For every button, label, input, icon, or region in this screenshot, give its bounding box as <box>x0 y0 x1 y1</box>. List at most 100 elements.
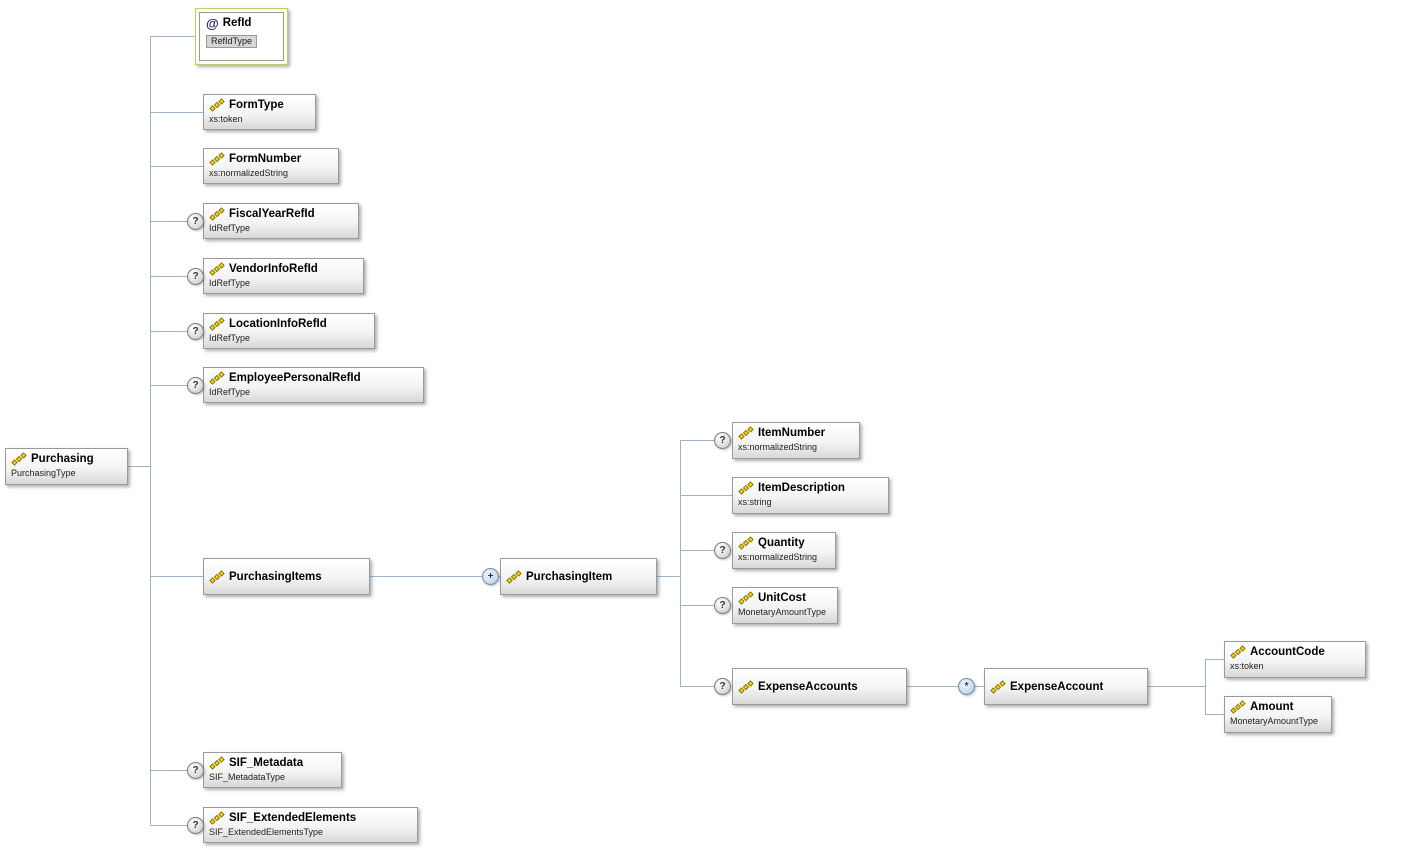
node-type: xs:token <box>1230 661 1264 671</box>
connector-line <box>1205 659 1224 660</box>
attribute-icon: @ <box>206 16 219 31</box>
node-label: PurchasingItem <box>526 570 613 583</box>
optional-badge: ? <box>714 542 731 559</box>
node-label: ItemDescription <box>758 482 845 494</box>
node-label: Quantity <box>758 537 805 549</box>
element-icon <box>209 371 225 385</box>
node-fiscalyearrefid[interactable]: FiscalYearRefId IdRefType <box>203 203 359 239</box>
node-label: VendorInfoRefId <box>229 263 318 275</box>
connector-line <box>680 605 714 606</box>
node-type: IdRefType <box>209 333 251 343</box>
optional-badge: ? <box>714 432 731 449</box>
node-label: FormType <box>229 99 284 111</box>
node-purchasingitem[interactable]: PurchasingItem <box>500 558 657 595</box>
connector-line <box>680 440 714 441</box>
optional-badge: ? <box>187 213 204 230</box>
connector-line <box>657 576 680 577</box>
node-label: FormNumber <box>229 153 302 165</box>
connector-line <box>150 770 187 771</box>
element-icon <box>209 569 225 584</box>
connector-line <box>680 495 732 496</box>
connector-line <box>370 576 500 577</box>
node-label: Amount <box>1250 701 1294 713</box>
node-label: PurchasingItems <box>229 570 322 583</box>
element-icon <box>738 426 754 440</box>
node-label: LocationInfoRefId <box>229 318 327 330</box>
node-type: xs:normalizedString <box>738 442 818 452</box>
node-type: xs:normalizedString <box>209 168 289 178</box>
element-icon <box>738 481 754 495</box>
node-type: xs:normalizedString <box>738 552 818 562</box>
node-locationinforefid[interactable]: LocationInfoRefId IdRefType <box>203 313 375 349</box>
connector-line <box>128 466 150 467</box>
node-itemnumber[interactable]: ItemNumber xs:normalizedString <box>732 422 860 459</box>
node-sif-metadata[interactable]: SIF_Metadata SIF_MetadataType <box>203 752 342 788</box>
element-icon <box>209 262 225 276</box>
node-formnumber[interactable]: FormNumber xs:normalizedString <box>203 148 339 184</box>
node-type: RefIdType <box>206 35 258 48</box>
node-expenseaccount[interactable]: ExpenseAccount <box>984 668 1148 705</box>
node-type: IdRefType <box>209 278 251 288</box>
connector-line <box>150 385 187 386</box>
node-label: SIF_ExtendedElements <box>229 812 357 824</box>
connector-line <box>1148 686 1205 687</box>
one-or-more-badge: + <box>482 568 499 585</box>
element-icon <box>738 679 754 694</box>
optional-badge: ? <box>187 817 204 834</box>
node-type: PurchasingType <box>11 468 76 478</box>
element-icon <box>1230 700 1246 714</box>
element-icon <box>738 536 754 550</box>
node-label: EmployeePersonalRefId <box>229 372 361 384</box>
optional-badge: ? <box>187 762 204 779</box>
connector-line <box>1205 714 1224 715</box>
connector-line <box>150 36 195 37</box>
node-label: AccountCode <box>1250 646 1325 658</box>
node-itemdescription[interactable]: ItemDescription xs:string <box>732 477 889 514</box>
connector-trunk <box>150 36 151 826</box>
node-sif-extendedelements[interactable]: SIF_ExtendedElements SIF_ExtendedElement… <box>203 807 418 843</box>
connector-line <box>680 686 714 687</box>
connector-line <box>150 825 187 826</box>
node-type: MonetaryAmountType <box>1230 716 1319 726</box>
node-refid-attribute[interactable]: @ RefId RefIdType <box>195 8 288 65</box>
optional-badge: ? <box>714 597 731 614</box>
optional-badge: ? <box>714 678 731 695</box>
node-type: IdRefType <box>209 223 251 233</box>
optional-badge: ? <box>187 268 204 285</box>
connector-line <box>150 576 203 577</box>
node-type: MonetaryAmountType <box>738 607 827 617</box>
optional-badge: ? <box>187 323 204 340</box>
node-purchasingitems[interactable]: PurchasingItems <box>203 558 370 595</box>
node-type: SIF_MetadataType <box>209 772 286 782</box>
element-icon <box>209 756 225 770</box>
node-label: RefId <box>222 17 252 29</box>
node-formtype[interactable]: FormType xs:token <box>203 94 316 130</box>
element-icon <box>506 569 522 584</box>
node-vendorinforefid[interactable]: VendorInfoRefId IdRefType <box>203 258 364 294</box>
node-unitcost[interactable]: UnitCost MonetaryAmountType <box>732 587 838 624</box>
node-expenseaccounts[interactable]: ExpenseAccounts <box>732 668 907 705</box>
connector-line <box>907 686 984 687</box>
connector-line <box>150 331 187 332</box>
node-purchasing[interactable]: Purchasing PurchasingType <box>5 448 128 485</box>
node-label: UnitCost <box>758 592 806 604</box>
node-quantity[interactable]: Quantity xs:normalizedString <box>732 532 836 569</box>
node-label: ExpenseAccounts <box>758 680 858 693</box>
node-label: Purchasing <box>31 453 94 465</box>
node-type: IdRefType <box>209 387 251 397</box>
element-icon <box>209 811 225 825</box>
node-label: SIF_Metadata <box>229 757 304 769</box>
element-icon <box>738 591 754 605</box>
node-amount[interactable]: Amount MonetaryAmountType <box>1224 696 1332 733</box>
node-accountcode[interactable]: AccountCode xs:token <box>1224 641 1366 678</box>
element-icon <box>1230 645 1246 659</box>
connector-line <box>150 221 187 222</box>
node-employeepersonalrefid[interactable]: EmployeePersonalRefId IdRefType <box>203 367 424 403</box>
element-icon <box>990 679 1006 694</box>
zero-or-more-badge: * <box>958 678 975 695</box>
node-type: xs:token <box>209 114 243 124</box>
node-label: ExpenseAccount <box>1010 680 1104 693</box>
connector-line <box>150 276 187 277</box>
element-icon <box>209 207 225 221</box>
